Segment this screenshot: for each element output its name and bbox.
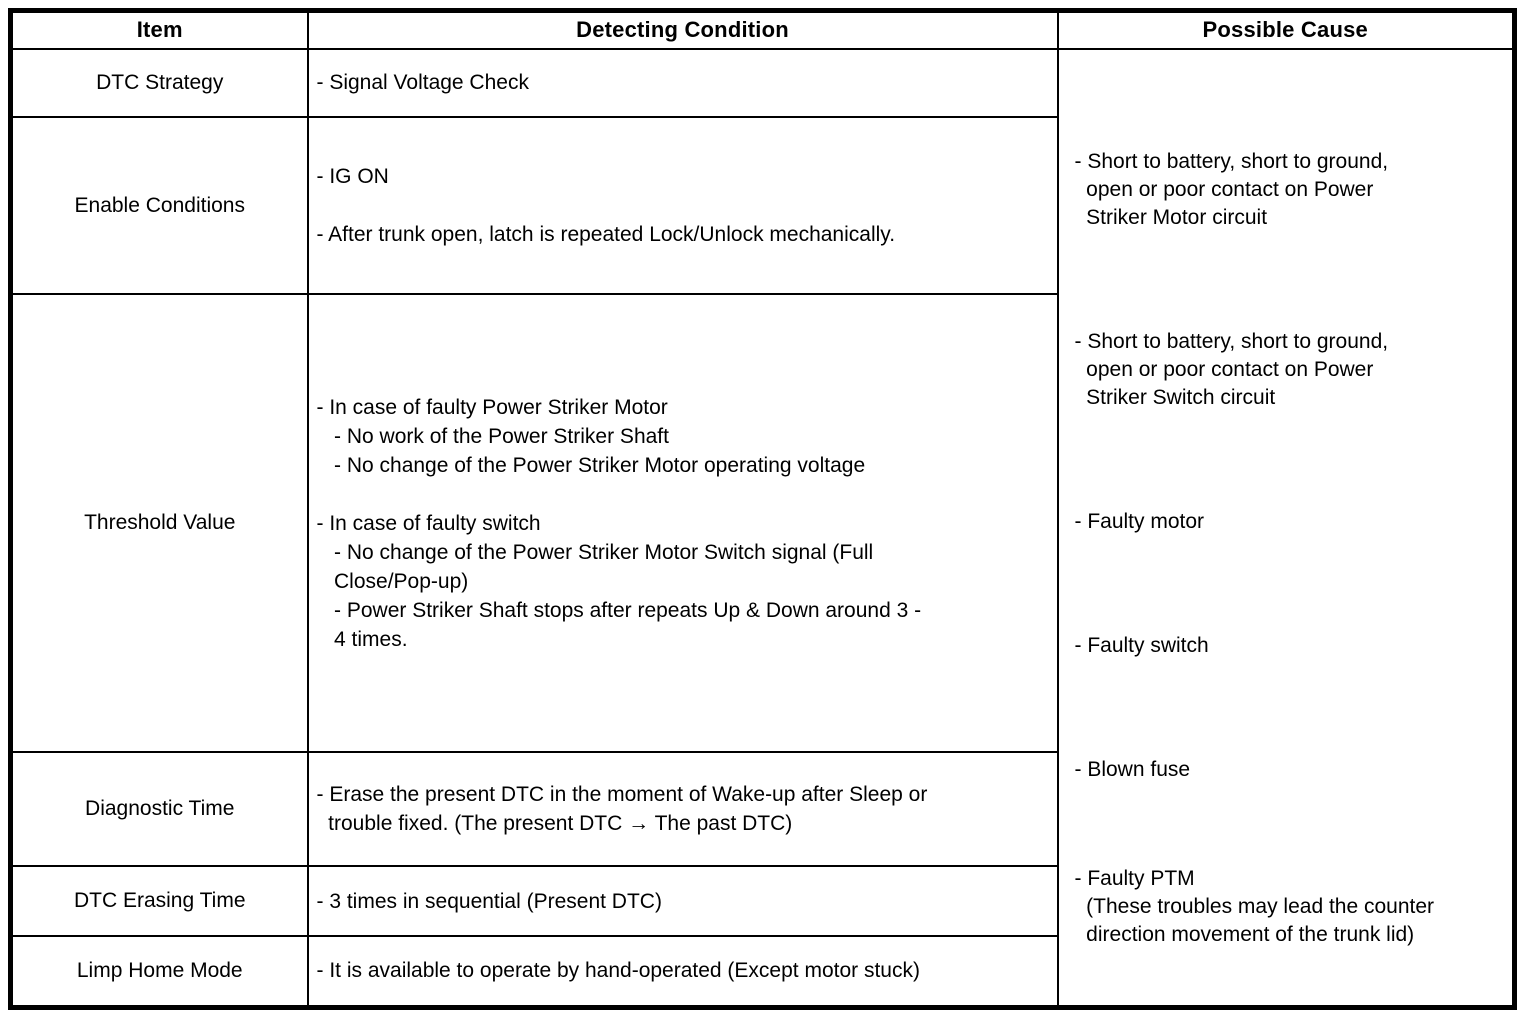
cause-paragraph: - Short to battery, short to ground, ope… <box>1074 329 1389 409</box>
item-cell-limp-home-mode: Limp Home Mode <box>9 935 309 1008</box>
item-cell-dtc-strategy: DTC Strategy <box>9 47 309 119</box>
header-possible-cause: Possible Cause <box>1056 9 1516 50</box>
item-cell-enable-conditions: Enable Conditions <box>9 116 309 296</box>
condition-cell-enable-conditions: - IG ON - After trunk open, latch is rep… <box>306 116 1059 296</box>
header-detecting-condition: Detecting Condition <box>306 9 1059 50</box>
item-cell-dtc-erasing-time: DTC Erasing Time <box>9 865 309 938</box>
table-row-dtc-strategy: DTC Strategy - Signal Voltage Check - Sh… <box>9 47 1516 1008</box>
cause-paragraph: - Faulty motor <box>1074 509 1205 533</box>
header-item: Item <box>9 9 309 50</box>
cause-paragraph: - Blown fuse <box>1074 757 1191 781</box>
condition-cell-dtc-strategy: - Signal Voltage Check <box>306 47 1059 119</box>
cause-paragraph: - Faulty switch <box>1074 633 1209 657</box>
condition-cell-dtc-erasing-time: - 3 times in sequential (Present DTC) <box>306 865 1059 938</box>
item-cell-threshold-value: Threshold Value <box>9 293 309 753</box>
cause-paragraph: - Short to battery, short to ground, ope… <box>1074 149 1389 229</box>
condition-cell-diagnostic-time: - Erase the present DTC in the moment of… <box>306 750 1059 868</box>
item-cell-diagnostic-time: Diagnostic Time <box>9 750 309 868</box>
possible-cause-cell: - Short to battery, short to ground, ope… <box>1056 47 1516 1008</box>
condition-cell-threshold-value: - In case of faulty Power Striker Motor … <box>306 293 1059 753</box>
condition-cell-limp-home-mode: - It is available to operate by hand-ope… <box>306 935 1059 1008</box>
cause-paragraph: - Faulty PTM (These troubles may lead th… <box>1074 866 1435 946</box>
dtc-diagnostic-table: Item Detecting Condition Possible Cause … <box>8 8 1517 1010</box>
table-row-enable-conditions: Enable Conditions - IG ON - After trunk … <box>9 116 1515 296</box>
table-header-row: Item Detecting Condition Possible Cause <box>9 9 1516 50</box>
